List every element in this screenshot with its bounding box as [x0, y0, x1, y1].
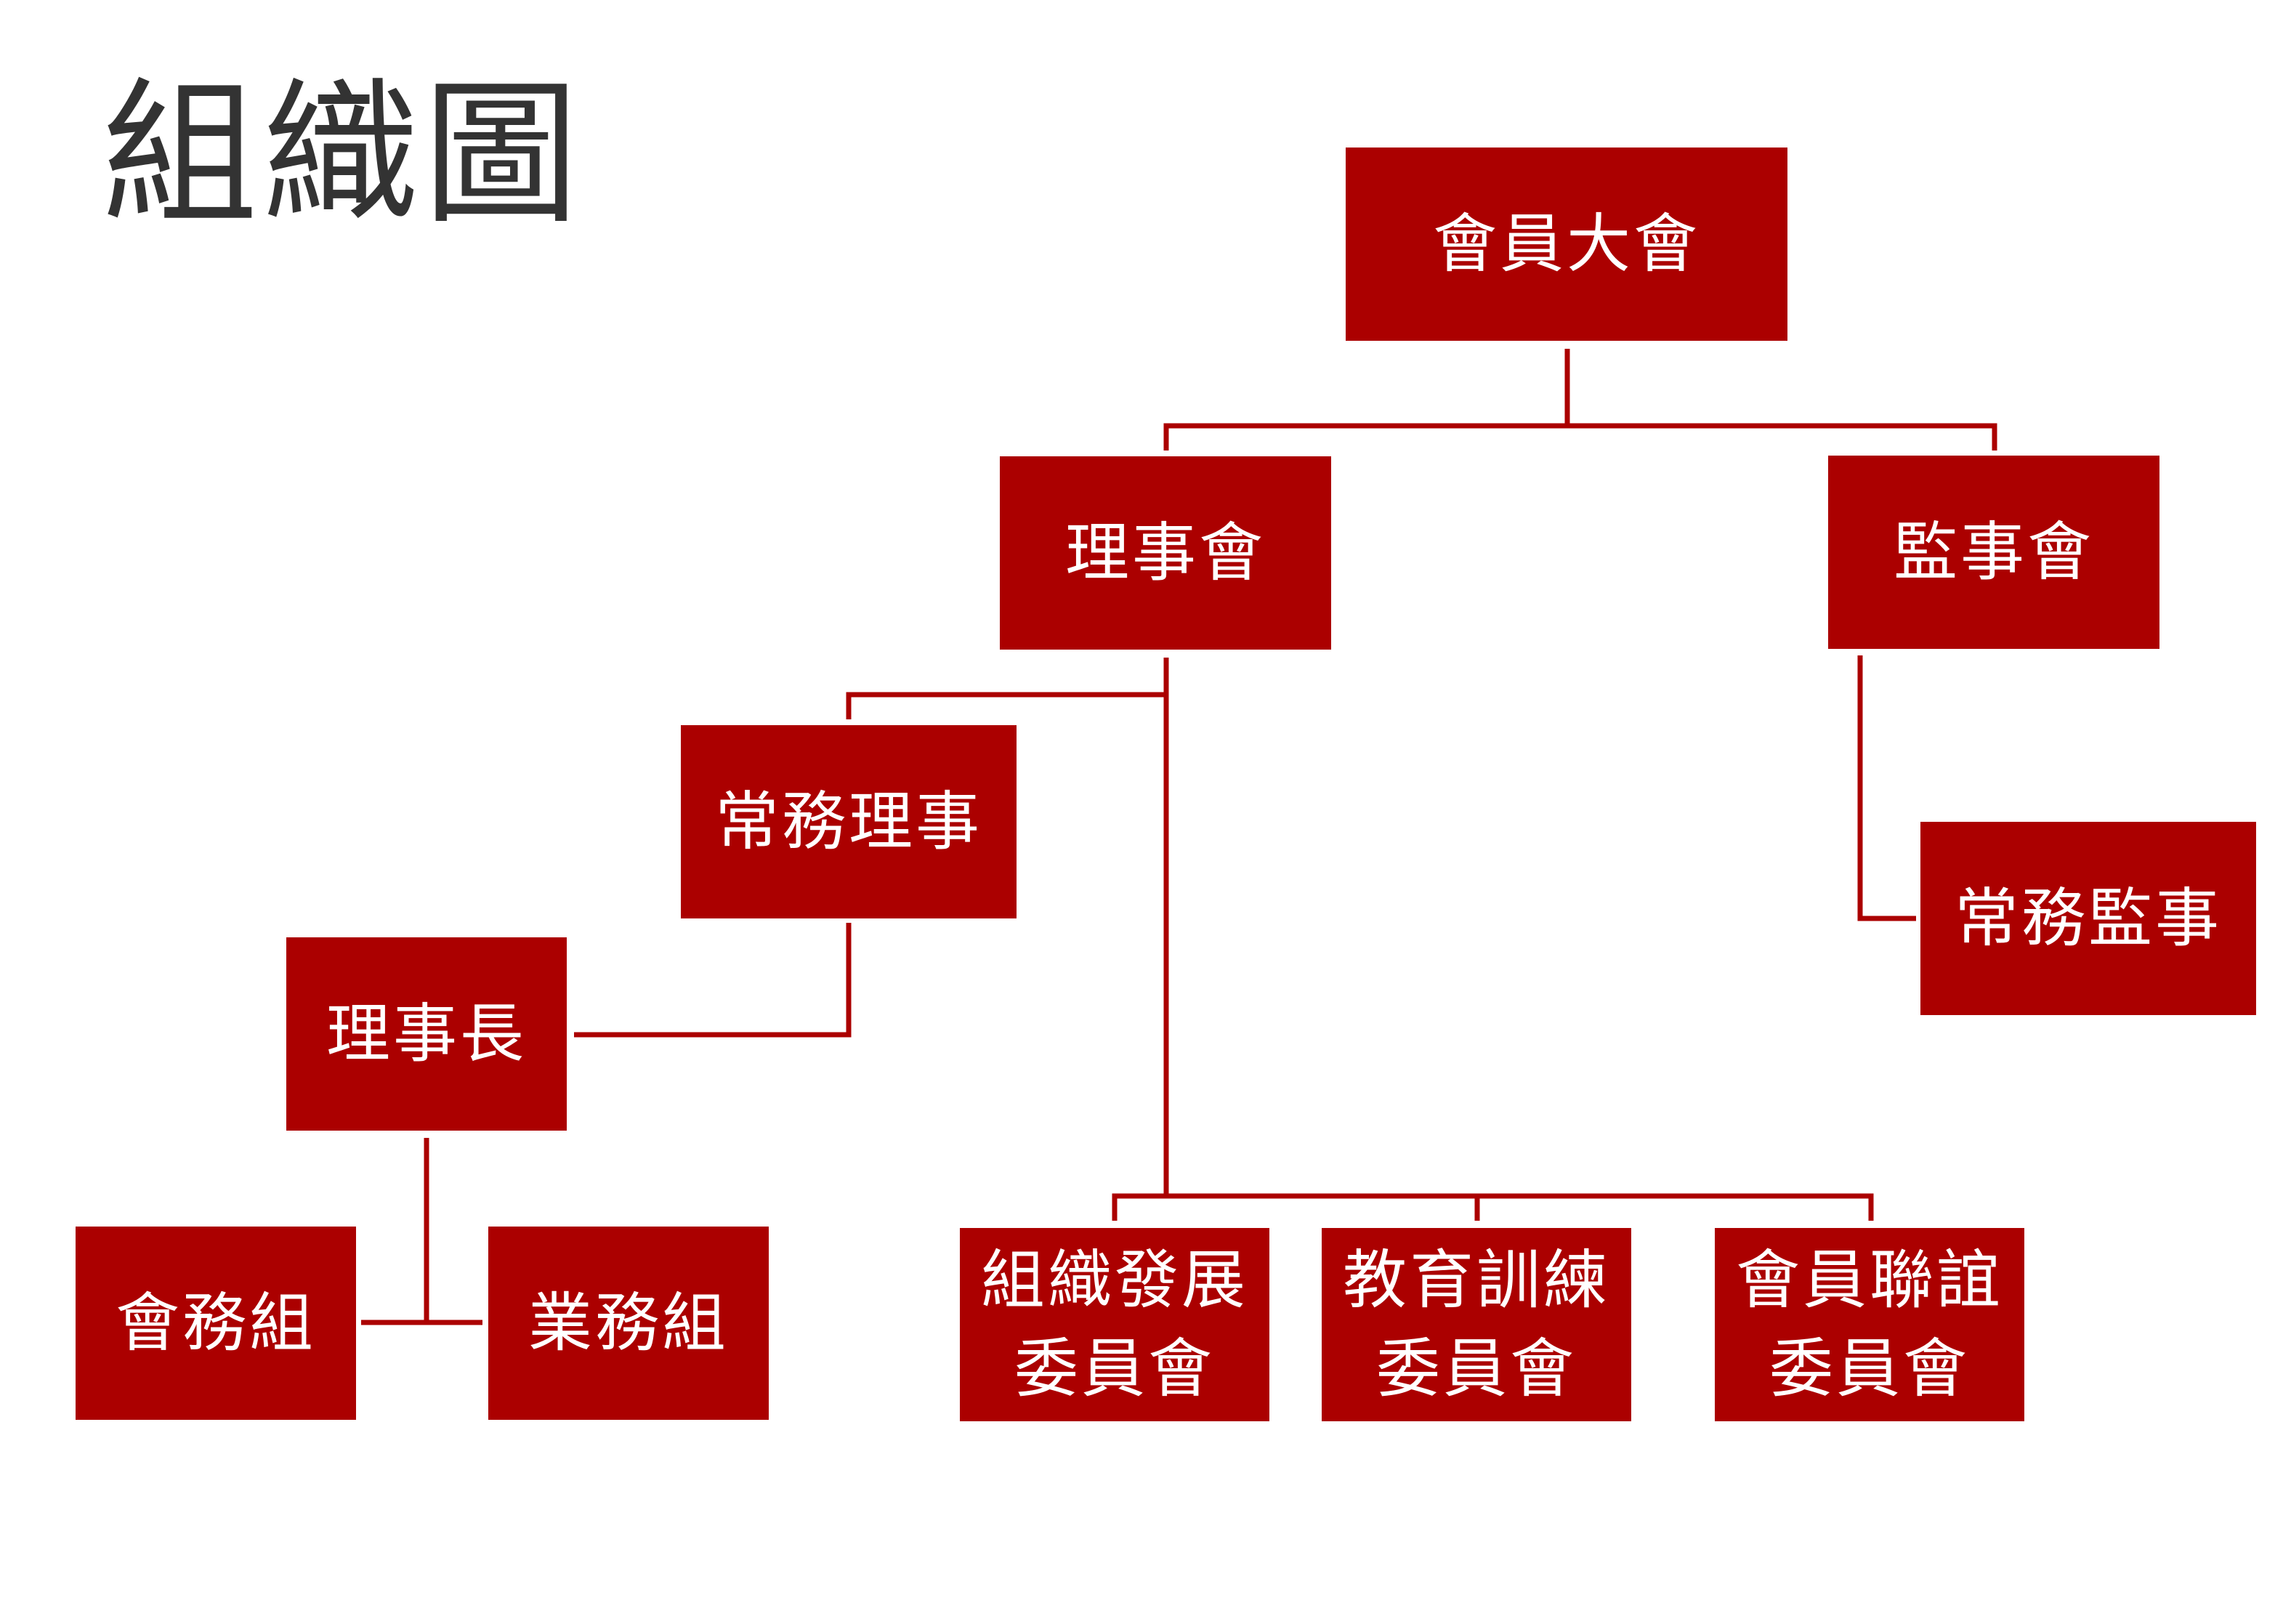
node-business-affairs-label: 業務組: [528, 1285, 729, 1360]
node-fellowship-committee: 會員聯誼 委員會: [1715, 1228, 2024, 1421]
node-education-committee: 教育訓練 委員會: [1322, 1228, 1631, 1421]
node-org-dev-committee-line2: 委員會: [1014, 1331, 1215, 1406]
node-chairman: 理事長: [286, 937, 567, 1131]
connector-chairman: [574, 923, 852, 1038]
connector-committees: [1112, 1193, 1874, 1221]
node-fellowship-committee-line1: 會員聯誼: [1735, 1243, 2003, 1317]
node-membership-affairs: 會務組: [76, 1227, 356, 1420]
node-org-dev-committee: 組織發展 委員會: [960, 1228, 1269, 1421]
node-fellowship-committee-line2: 委員會: [1769, 1331, 1970, 1406]
node-standing-directors: 常務理事: [681, 725, 1017, 918]
node-standing-supervisor: 常務監事: [1920, 822, 2256, 1015]
connector-standing-directors: [846, 692, 1166, 719]
node-board-of-directors-label: 理事會: [1064, 515, 1266, 590]
node-education-committee-line1: 教育訓練: [1342, 1243, 1610, 1317]
node-membership-affairs-label: 會務組: [115, 1285, 316, 1360]
node-board-of-directors: 理事會: [1000, 456, 1331, 650]
node-board-of-supervisors: 監事會: [1828, 456, 2159, 649]
connector-standing-supervisor: [1857, 655, 1916, 921]
node-general-assembly-label: 會員大會: [1432, 206, 1700, 281]
node-standing-supervisor-label: 常務監事: [1954, 881, 2222, 956]
page-title: 組織圖: [102, 63, 583, 246]
node-standing-directors-label: 常務理事: [714, 784, 982, 859]
node-general-assembly: 會員大會: [1346, 148, 1787, 341]
node-org-dev-committee-line1: 組織發展: [980, 1243, 1248, 1317]
node-business-affairs: 業務組: [488, 1227, 769, 1420]
connector-assembly-branches: [1163, 423, 1997, 451]
node-education-committee-line2: 委員會: [1375, 1331, 1577, 1406]
node-board-of-supervisors-label: 監事會: [1893, 514, 2094, 589]
node-chairman-label: 理事長: [326, 996, 527, 1071]
